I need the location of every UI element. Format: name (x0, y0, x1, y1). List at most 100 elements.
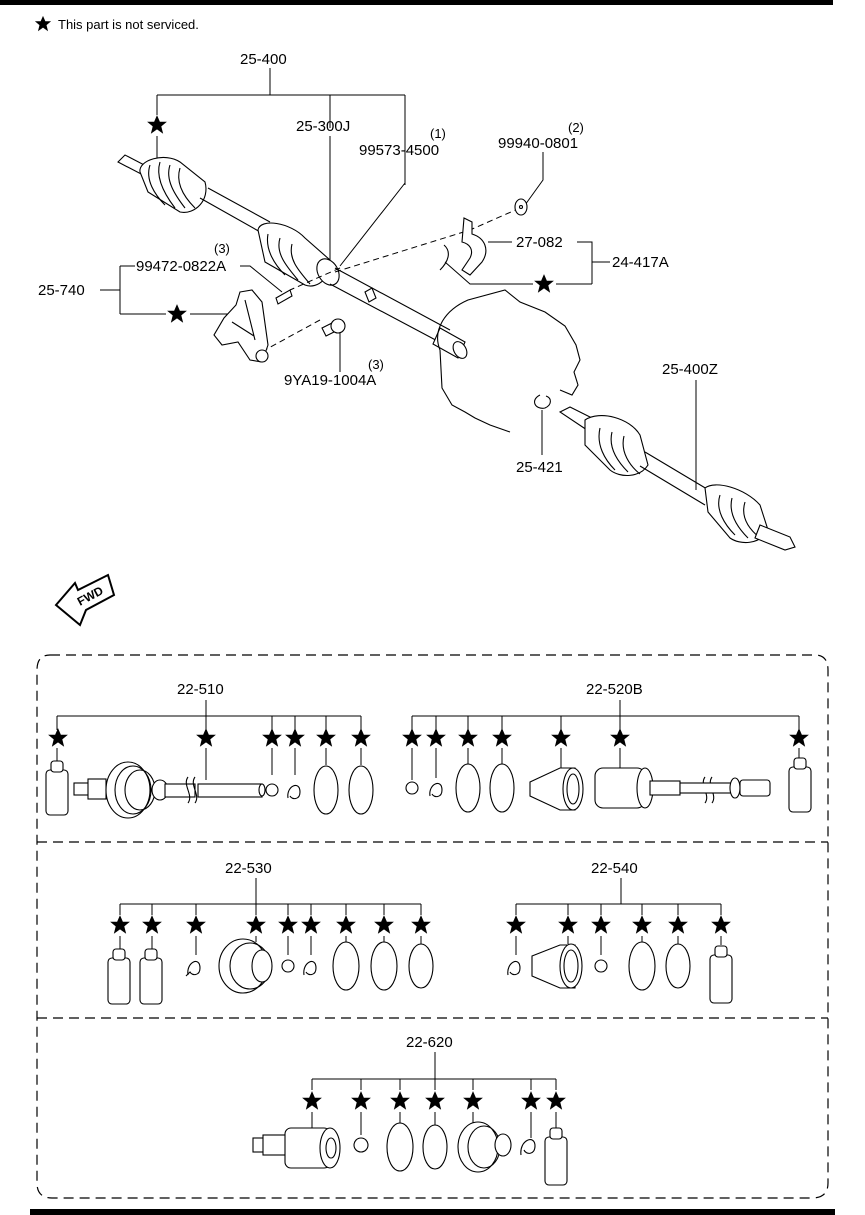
kit-label: 22-510 (177, 681, 224, 698)
callout-25-400Z[interactable]: 25-400Z (662, 361, 718, 490)
star-icon (425, 1091, 445, 1110)
boot-band-small-part (489, 763, 515, 813)
star-icon (167, 304, 187, 323)
star-icon (34, 15, 52, 32)
grease-bottle-part (107, 948, 131, 1005)
snap-ring-part (353, 1137, 369, 1153)
snap-ring-part (265, 783, 279, 797)
callout-25-300J[interactable]: 25-300J (296, 118, 350, 262)
callout-9YA19-1004A[interactable]: (3) 9YA19-1004A (284, 330, 384, 389)
star-icon (336, 915, 356, 934)
kit-frame (36, 654, 829, 1199)
inner-joint-housing-part (252, 1127, 341, 1169)
callout-99940-0801[interactable]: (2) 99940-0801 (498, 120, 584, 206)
star-icon (506, 915, 526, 934)
qty-99472: (3) (214, 241, 230, 256)
star-icon (302, 1091, 322, 1110)
boot-band-large-part (386, 1122, 414, 1172)
label-25-300J: 25-300J (296, 118, 350, 135)
boot-band-part (332, 941, 360, 991)
qty-99940: (2) (568, 120, 584, 135)
grease-bottle-part (544, 1127, 568, 1186)
callout-25-400[interactable]: 25-400 (147, 51, 406, 185)
kit-22-620[interactable]: 22-620 (252, 1034, 568, 1186)
label-99472-0822A: 99472-0822A (136, 258, 226, 275)
callout-25-421[interactable]: 25-421 (516, 394, 563, 476)
fwd-arrow-icon: FWD (54, 573, 116, 627)
boot-band-large-part (455, 763, 481, 813)
boot-band-small-part (408, 943, 434, 989)
kit-22-530[interactable]: 22-530 (107, 860, 434, 1005)
qty-9YA19: (3) (368, 357, 384, 372)
star-icon (426, 728, 446, 747)
bottom-border-bar (30, 1209, 835, 1215)
bearing-support-part (213, 289, 346, 363)
star-icon (278, 915, 298, 934)
boot-band-large-part (313, 765, 339, 815)
kit-label: 22-520B (586, 681, 643, 698)
star-icon (351, 728, 371, 747)
inner-joint-shaft-part (594, 767, 771, 809)
kit-label: 22-620 (406, 1034, 453, 1051)
star-icon (492, 728, 512, 747)
clip-part (303, 960, 317, 976)
star-icon (110, 915, 130, 934)
callout-25-740[interactable]: 25-740 (38, 265, 232, 323)
star-icon (591, 915, 611, 934)
boot-band-small-part (422, 1124, 448, 1170)
star-icon (374, 915, 394, 934)
star-icon (463, 1091, 483, 1110)
star-icon (668, 915, 688, 934)
label-24-417A: 24-417A (612, 254, 669, 271)
star-icon (789, 728, 809, 747)
star-icon (147, 115, 167, 134)
bearing-bracket-part (439, 217, 487, 276)
boot-band-small-part (665, 943, 691, 989)
boot-part (457, 1121, 512, 1173)
boot-band-clamp-part (370, 941, 398, 991)
callout-99573-4500[interactable]: (1) 99573-4500 (339, 126, 446, 267)
transaxle-outline (437, 289, 581, 433)
star-icon (546, 1091, 566, 1110)
kit-22-520B[interactable]: 22-520B (402, 681, 812, 813)
star-icon (411, 915, 431, 934)
label-25-400Z: 25-400Z (662, 361, 718, 378)
boot-band-small-part (348, 765, 374, 815)
kit-22-510[interactable]: 22-510 (45, 681, 374, 819)
star-icon (534, 274, 554, 293)
top-border-bar (0, 0, 833, 5)
star-icon (301, 915, 321, 934)
star-icon (48, 728, 68, 747)
star-icon (186, 915, 206, 934)
snap-ring-part (594, 959, 608, 973)
label-27-082: 27-082 (516, 234, 563, 251)
star-icon (285, 728, 305, 747)
grease-bottle-part (139, 948, 163, 1005)
kit-label: 22-540 (591, 860, 638, 877)
grease-bottle-part (45, 760, 69, 816)
star-icon (610, 728, 630, 747)
callout-27-082[interactable]: 27-082 (488, 234, 610, 285)
label-9YA19-1004A: 9YA19-1004A (284, 372, 376, 389)
grease-bottle-part (709, 945, 733, 1004)
star-icon (142, 915, 162, 934)
star-icon (351, 1091, 371, 1110)
qty-99573: (1) (430, 126, 446, 141)
kit-22-540[interactable]: 22-540 (506, 860, 733, 1004)
label-99573-4500: 99573-4500 (359, 142, 439, 159)
clip-part (429, 782, 443, 798)
legend: This part is not serviced. (34, 15, 199, 32)
right-drive-shaft (558, 406, 796, 551)
callout-24-417A[interactable]: 24-417A (444, 254, 669, 293)
star-icon (262, 728, 282, 747)
boot-band-large-part (628, 941, 656, 991)
star-icon (196, 728, 216, 747)
callout-99472-0822A[interactable]: (3) 99472-0822A (136, 241, 283, 293)
star-icon (458, 728, 478, 747)
boot-part (531, 943, 583, 989)
clip-part (185, 960, 201, 977)
star-icon (402, 728, 422, 747)
star-icon (390, 1091, 410, 1110)
label-99940-0801: 99940-0801 (498, 135, 578, 152)
